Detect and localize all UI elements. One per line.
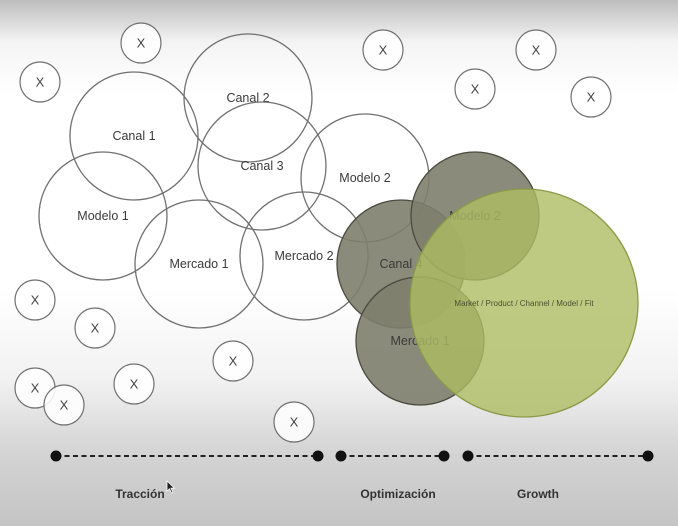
timeline-stage-label: Growth [517,487,559,501]
x-mark-label: X [36,75,45,90]
x-mark-label: X [91,321,100,336]
x-mark-circle [19,61,61,103]
timeline-stage-label: Tracción [115,487,164,501]
x-mark: X [454,68,496,110]
x-mark-circle [14,279,56,321]
fit-circle-shape [409,188,639,418]
option-circle-shape [197,101,327,231]
option-circle: Canal 3 [197,101,327,231]
mouse-cursor-icon [166,480,176,494]
timeline-end-dot [312,450,324,462]
timeline-segment: Optimización [335,450,450,501]
x-mark: X [43,384,85,426]
selected-circle-label: Canal 4 [379,257,422,271]
timeline-stage-label: Optimización [360,487,435,501]
x-mark-circle [362,29,404,71]
x-mark-circle [212,340,254,382]
timeline-start-dot [335,450,347,462]
x-mark-label: X [60,398,69,413]
x-mark-circle [120,22,162,64]
option-circle-shape [183,33,313,163]
fit-circle-layer: Market / Product / Channel / Model / Fit [409,188,639,418]
timeline-start-dot [50,450,62,462]
fit-circle: Market / Product / Channel / Model / Fit [409,188,639,418]
x-mark-label: X [31,293,40,308]
x-mark-label: X [532,43,541,58]
x-mark-label: X [229,354,238,369]
x-mark: X [74,307,116,349]
option-circle: Canal 1 [69,71,199,201]
x-mark-circle [515,29,557,71]
x-mark-label: X [471,82,480,97]
x-mark-circle [570,76,612,118]
x-mark-circle [113,363,155,405]
x-mark-layer: X X X X X X X X X X X X X [14,22,612,443]
option-circle-shape [69,71,199,201]
x-mark-label: X [31,381,40,396]
option-circle-label: Mercado 1 [169,257,228,271]
x-mark: X [14,279,56,321]
x-mark: X [113,363,155,405]
x-mark-label: X [137,36,146,51]
timeline-segment: Growth [462,450,654,501]
timeline-segment: Tracción [50,450,324,501]
x-mark: X [120,22,162,64]
option-circle-label: Mercado 2 [274,249,333,263]
timeline-end-dot [642,450,654,462]
fit-circle-label: Market / Product / Channel / Model / Fit [454,299,594,308]
x-mark: X [19,61,61,103]
option-circle: Canal 2 [183,33,313,163]
x-mark-circle [273,401,315,443]
option-circle-shape [134,199,264,329]
x-mark-label: X [587,90,596,105]
x-mark: X [362,29,404,71]
timeline-end-dot [438,450,450,462]
option-circle-label: Canal 1 [112,129,155,143]
x-mark: X [570,76,612,118]
x-mark-label: X [130,377,139,392]
x-mark-circle [74,307,116,349]
option-circle-label: Canal 3 [240,159,283,173]
option-circle-label: Modelo 1 [77,209,128,223]
option-circle-shape [38,151,168,281]
option-circle: Modelo 1 [38,151,168,281]
x-mark: X [273,401,315,443]
timeline: Tracción Optimización Growth [50,450,654,501]
x-mark: X [212,340,254,382]
option-circle: Mercado 1 [134,199,264,329]
timeline-start-dot [462,450,474,462]
x-mark-label: X [290,415,299,430]
x-mark-label: X [379,43,388,58]
x-mark-circle [454,68,496,110]
x-mark: X [515,29,557,71]
option-circle-label: Modelo 2 [339,171,390,185]
x-mark-circle [43,384,85,426]
